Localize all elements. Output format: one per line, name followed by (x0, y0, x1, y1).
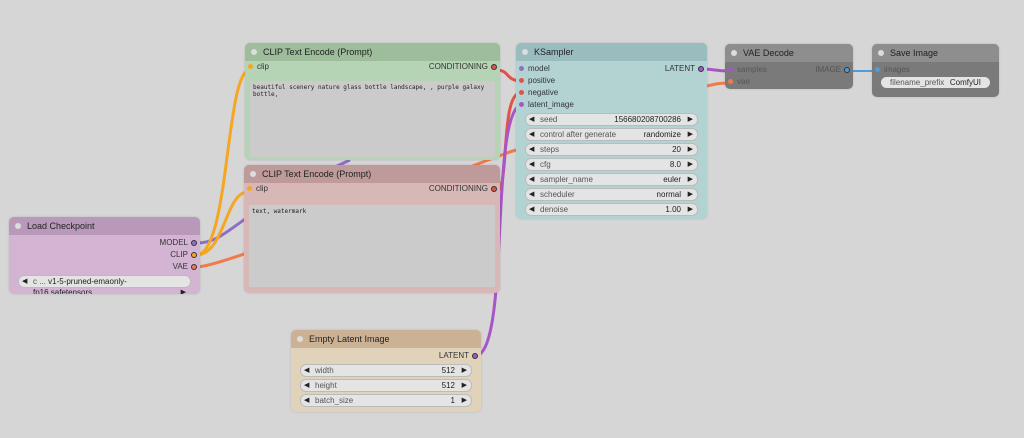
collapse-dot[interactable] (522, 49, 528, 55)
input-latent-image[interactable]: latent_image (516, 99, 707, 111)
widget-value: 8.0 (669, 160, 681, 169)
node-title: Save Image (890, 48, 939, 58)
widget-label: scheduler (540, 190, 575, 199)
widget-value: normal (656, 190, 681, 199)
output-latent[interactable]: LATENT (665, 63, 707, 75)
input-label: positive (528, 76, 556, 85)
control-after-generate-widget[interactable]: control after generate randomize (525, 128, 698, 141)
ckpt-name-widget[interactable]: c ... v1-5-pruned-emaonly-fp16.safetenso… (18, 275, 191, 294)
vae-decode-node[interactable]: VAE Decode samples IMAGE vae (725, 44, 853, 89)
widget-label: steps (540, 145, 560, 154)
input-positive[interactable]: positive (516, 75, 707, 87)
output-label: MODEL (159, 238, 188, 247)
save-image-node[interactable]: Save Image images filename_prefix ComfyUI (872, 44, 999, 97)
widget-value: randomize (643, 130, 681, 139)
input-label: images (884, 65, 910, 74)
node-title: CLIP Text Encode (Prompt) (262, 169, 372, 179)
input-vae[interactable]: vae (725, 76, 853, 88)
widget-label: width (315, 366, 334, 375)
prompt-textarea[interactable]: beautiful scenery nature glass bottle la… (250, 81, 495, 157)
collapse-dot[interactable] (251, 49, 257, 55)
output-label: IMAGE (815, 65, 841, 74)
node-title: VAE Decode (743, 48, 794, 58)
output-clip[interactable]: CLIP (9, 249, 200, 261)
input-label: samples (737, 65, 767, 74)
widget-label: cfg (540, 160, 551, 169)
widget-value: euler (663, 175, 681, 184)
output-label: CONDITIONING (428, 184, 488, 193)
widget-label: sampler_name (540, 175, 593, 184)
collapse-dot[interactable] (297, 336, 303, 342)
output-conditioning[interactable]: CONDITIONING (429, 61, 500, 73)
output-label: LATENT (438, 351, 469, 360)
steps-widget[interactable]: steps 20 (525, 143, 698, 156)
height-widget[interactable]: height 512 (300, 379, 472, 392)
output-label: LATENT (664, 64, 695, 73)
wire-clip-neg (195, 190, 249, 257)
output-label: CLIP (170, 250, 188, 259)
collapse-dot[interactable] (878, 50, 884, 56)
widget-label: batch_size (315, 396, 354, 405)
collapse-dot[interactable] (250, 171, 256, 177)
output-latent[interactable]: LATENT (291, 350, 481, 362)
output-vae[interactable]: VAE (9, 261, 200, 273)
node-title: CLIP Text Encode (Prompt) (263, 47, 373, 57)
node-title: Load Checkpoint (27, 221, 95, 231)
input-clip[interactable]: clip CONDITIONING (244, 183, 500, 195)
input-samples[interactable]: samples IMAGE (725, 64, 853, 76)
input-negative[interactable]: negative (516, 87, 707, 99)
widget-label: control after generate (540, 130, 617, 139)
input-label: negative (528, 88, 559, 97)
widget-value: 156680208700286 (614, 115, 681, 124)
input-label: vae (737, 77, 750, 86)
input-clip[interactable]: clip CONDITIONING (245, 61, 500, 73)
ksampler-node[interactable]: KSampler model LATENT positive negative l… (516, 43, 707, 219)
node-title: KSampler (534, 47, 574, 57)
batch-size-widget[interactable]: batch_size 1 (300, 394, 472, 407)
widget-label: filename_prefix (890, 78, 945, 87)
widget-label: c ... (33, 277, 46, 286)
input-label: clip (256, 184, 269, 193)
input-label: model (528, 64, 550, 73)
widget-value: ComfyUI (949, 78, 981, 87)
widget-value: 512 (441, 366, 455, 375)
output-model[interactable]: MODEL (9, 237, 200, 249)
output-image[interactable]: IMAGE (815, 64, 853, 76)
collapse-dot[interactable] (731, 50, 737, 56)
prompt-textarea[interactable]: text, watermark (249, 205, 495, 287)
input-images[interactable]: images (872, 64, 999, 76)
output-label: VAE (172, 262, 188, 271)
widget-value: 20 (672, 145, 681, 154)
denoise-widget[interactable]: denoise 1.00 (525, 203, 698, 216)
input-label: clip (257, 62, 270, 71)
node-title: Empty Latent Image (309, 334, 390, 344)
widget-value: v1-5-pruned-emaonly-fp16.safetensors (33, 277, 127, 294)
collapse-dot[interactable] (15, 223, 21, 229)
seed-widget[interactable]: seed 156680208700286 (525, 113, 698, 126)
output-conditioning[interactable]: CONDITIONING (429, 183, 500, 195)
clip-text-encode-negative-node[interactable]: CLIP Text Encode (Prompt) clip CONDITIONI… (244, 165, 500, 293)
scheduler-widget[interactable]: scheduler normal (525, 188, 698, 201)
widget-label: height (315, 381, 337, 390)
wire-clip-pos (195, 68, 251, 257)
empty-latent-image-node[interactable]: Empty Latent Image LATENT width 512 heigh… (291, 330, 481, 412)
widget-value: 1 (450, 396, 455, 405)
load-checkpoint-node[interactable]: Load Checkpoint MODEL CLIP VAE c ... v1-… (9, 217, 200, 294)
width-widget[interactable]: width 512 (300, 364, 472, 377)
output-label: CONDITIONING (428, 62, 488, 71)
clip-text-encode-positive-node[interactable]: CLIP Text Encode (Prompt) clip CONDITIONI… (245, 43, 500, 160)
widget-value: 512 (441, 381, 455, 390)
filename-prefix-widget[interactable]: filename_prefix ComfyUI (881, 77, 990, 88)
widget-value: 1.00 (665, 205, 681, 214)
cfg-widget[interactable]: cfg 8.0 (525, 158, 698, 171)
widget-label: denoise (540, 205, 569, 214)
input-label: latent_image (528, 100, 574, 109)
input-model[interactable]: model LATENT (516, 63, 707, 75)
sampler-name-widget[interactable]: sampler_name euler (525, 173, 698, 186)
widget-label: seed (540, 115, 558, 124)
